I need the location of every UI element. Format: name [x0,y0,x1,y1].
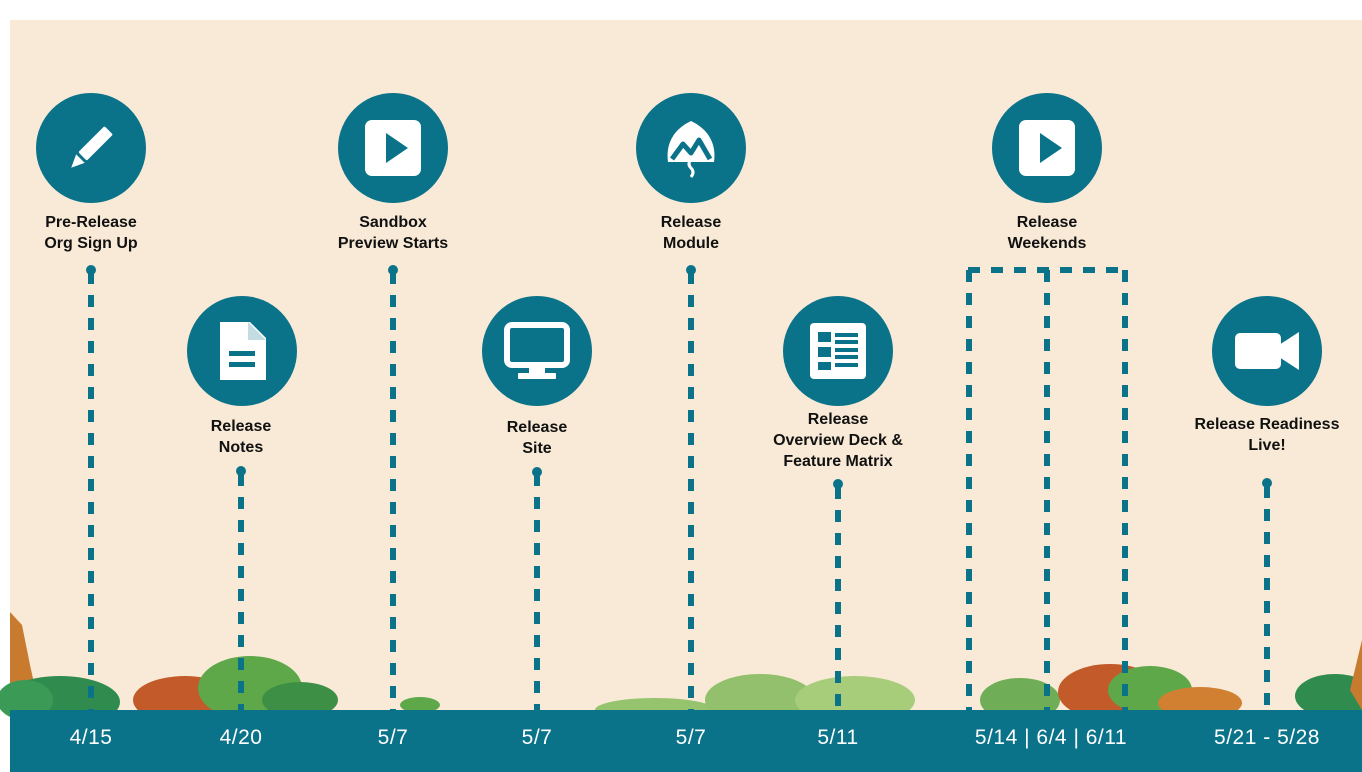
milestone-label-release-notes: Release Notes [210,418,272,456]
date-label: 4/20 [219,726,263,749]
milestone-label-release-site: Release Site [506,419,568,457]
date-label: 4/15 [69,726,113,749]
date-label: 5/7 [675,726,707,749]
video-camera-icon [1212,296,1322,406]
list-icon [783,296,893,406]
date-label: 5/21 - 5/28 [1214,726,1320,749]
timeline-connectors [86,265,1272,710]
timeline-date-bar [10,710,1362,772]
connector-dot [86,265,96,275]
date-label: 5/11 [817,726,859,749]
connector-dot [1262,478,1272,488]
monitor-icon [482,296,592,406]
milestone-label-sandbox-preview-starts: Sandbox Preview Starts [337,214,449,252]
date-label: 5/7 [521,726,553,749]
pencil-icon [36,93,146,203]
play-icon [338,93,448,203]
trailhead-mountain-icon [636,93,746,203]
milestone-label-release-weekends: Release Weekends [1007,214,1087,252]
milestone-label-release-module: Release Module [660,214,722,252]
connector-dot [686,265,696,275]
connector-dot [388,265,398,275]
date-label: 5/14 | 6/4 | 6/11 [974,726,1128,749]
connector-dot [532,467,542,477]
milestone-label-release-overview-deck: Release Overview Deck & Feature Matrix [773,411,903,470]
connector-dot [833,479,843,489]
connector-dot [236,466,246,476]
date-label: 5/7 [377,726,409,749]
milestone-label-release-readiness-live: Release Readiness Live! [1194,416,1340,454]
play-icon [992,93,1102,203]
milestone-label-pre-release-org-sign-up: Pre-Release Org Sign Up [44,214,138,252]
document-icon [187,296,297,406]
